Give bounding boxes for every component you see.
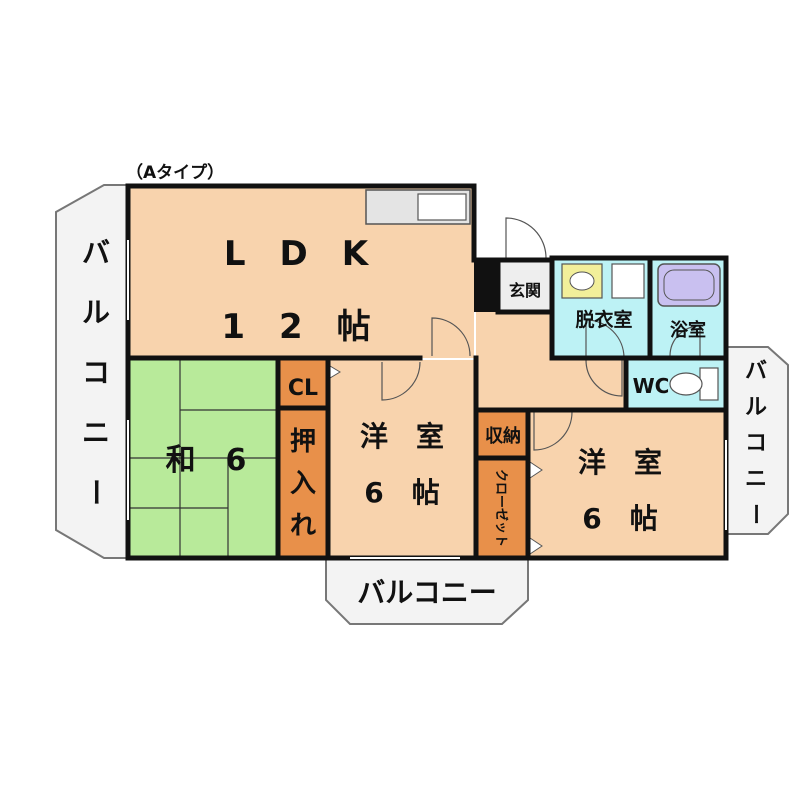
oshiire-char-2: 入 — [290, 469, 316, 499]
western-a-label-line2: 6 帖 — [364, 476, 439, 509]
western-a-label-line1: 洋 室 — [360, 420, 444, 453]
toilet-icon — [669, 367, 719, 401]
wall-pillar — [474, 258, 498, 312]
sliding-door-marks — [329, 365, 543, 555]
western-b-label-line1: 洋 室 — [578, 446, 662, 479]
balcony-left-char-3: コ — [82, 356, 110, 389]
balcony-bottom-label: バルコニー — [357, 576, 496, 609]
closet-label: クローゼット — [493, 469, 509, 547]
balcony-right-char-1: バ — [745, 359, 767, 384]
oshiire-char-1: 押 — [290, 427, 316, 457]
balcony-left-char-1: バ — [82, 236, 110, 269]
balcony-left-char-2: ル — [82, 296, 110, 329]
ldk-label-line1: L D K — [224, 234, 370, 274]
room-hall-lower — [476, 358, 626, 412]
room-genkan — [500, 260, 550, 310]
oshiire-char-3: れ — [290, 511, 316, 541]
balcony-left-char-5: ー — [79, 478, 112, 506]
room-western-a — [330, 360, 476, 556]
balcony-right-char-3: コ — [745, 431, 767, 456]
washitsu-label: 和 6 — [166, 443, 247, 478]
wc-label: WC — [633, 374, 670, 398]
balcony-left-char-4: ニ — [82, 416, 110, 449]
yokushitsu-label: 浴室 — [670, 319, 706, 341]
balcony-right-char-5: ー — [742, 503, 767, 525]
windows — [127, 240, 727, 559]
bathtub-icon — [657, 263, 721, 307]
western-b-label-line2: 6 帖 — [582, 502, 657, 535]
washing-machine-icon — [611, 263, 645, 299]
door-swings — [381, 217, 701, 451]
room-closet — [478, 460, 528, 556]
room-shuno — [478, 410, 528, 458]
ldk-label-line2: 1 2 帖 — [221, 307, 370, 347]
washbasin-icon — [561, 263, 603, 299]
balcony-right-char-4: ニ — [745, 467, 767, 492]
room-western-b — [530, 410, 726, 556]
kitchen-counter — [365, 189, 471, 225]
room-oshiire — [278, 410, 328, 556]
datsuishitsu-label: 脱衣室 — [575, 308, 632, 331]
tatami-lines — [128, 360, 278, 556]
genkan-label: 玄関 — [509, 281, 541, 300]
cl-label: CL — [288, 376, 318, 401]
shuno-label: 収納 — [485, 425, 521, 447]
room-cl — [278, 360, 328, 408]
type-label: （Aタイプ） — [126, 162, 224, 183]
balcony-right-char-2: ル — [745, 395, 767, 420]
